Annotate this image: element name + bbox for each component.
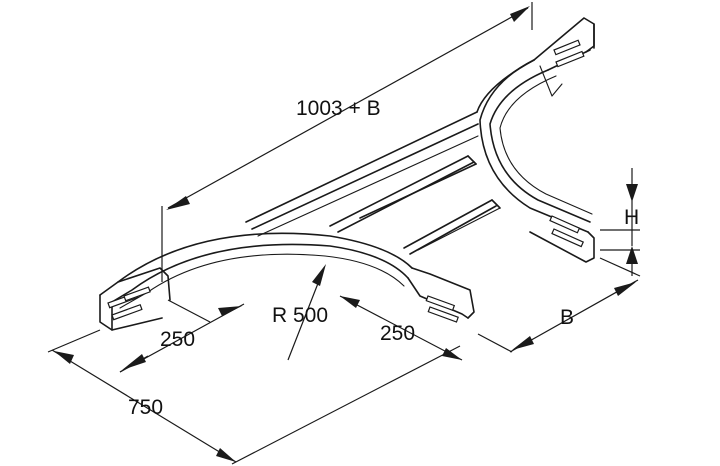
dimension-radius: R 500 (272, 264, 328, 361)
label-leg-length: 750 (128, 396, 163, 419)
slot-right-1 (425, 295, 456, 312)
label-width: B (560, 306, 574, 329)
slot-left-2 (111, 303, 143, 321)
slot-lower-1 (549, 215, 581, 234)
dimension-overall-length: 1003 + B (161, 2, 533, 282)
label-radius: R 500 (272, 304, 328, 327)
slot-upper-2 (555, 50, 585, 68)
right-curved-arm (479, 17, 595, 263)
left-curved-arm (99, 232, 475, 331)
dimension-offset-right: 250 (339, 295, 463, 361)
slot-right-2 (427, 306, 459, 323)
slot-upper-1 (553, 39, 581, 56)
label-offset-right: 250 (380, 322, 415, 345)
dimension-width: B (477, 257, 641, 353)
label-offset-left: 250 (160, 328, 195, 351)
dimension-offset-left: 250 (119, 299, 245, 373)
slot-left-3 (123, 286, 151, 302)
ladder-rungs (329, 155, 501, 255)
slot-lower-2 (551, 228, 585, 248)
dimension-height: H (600, 168, 640, 276)
dimension-leg-length: 750 (47, 329, 461, 465)
label-overall-length: 1003 + B (296, 97, 381, 120)
label-height: H (624, 206, 639, 229)
